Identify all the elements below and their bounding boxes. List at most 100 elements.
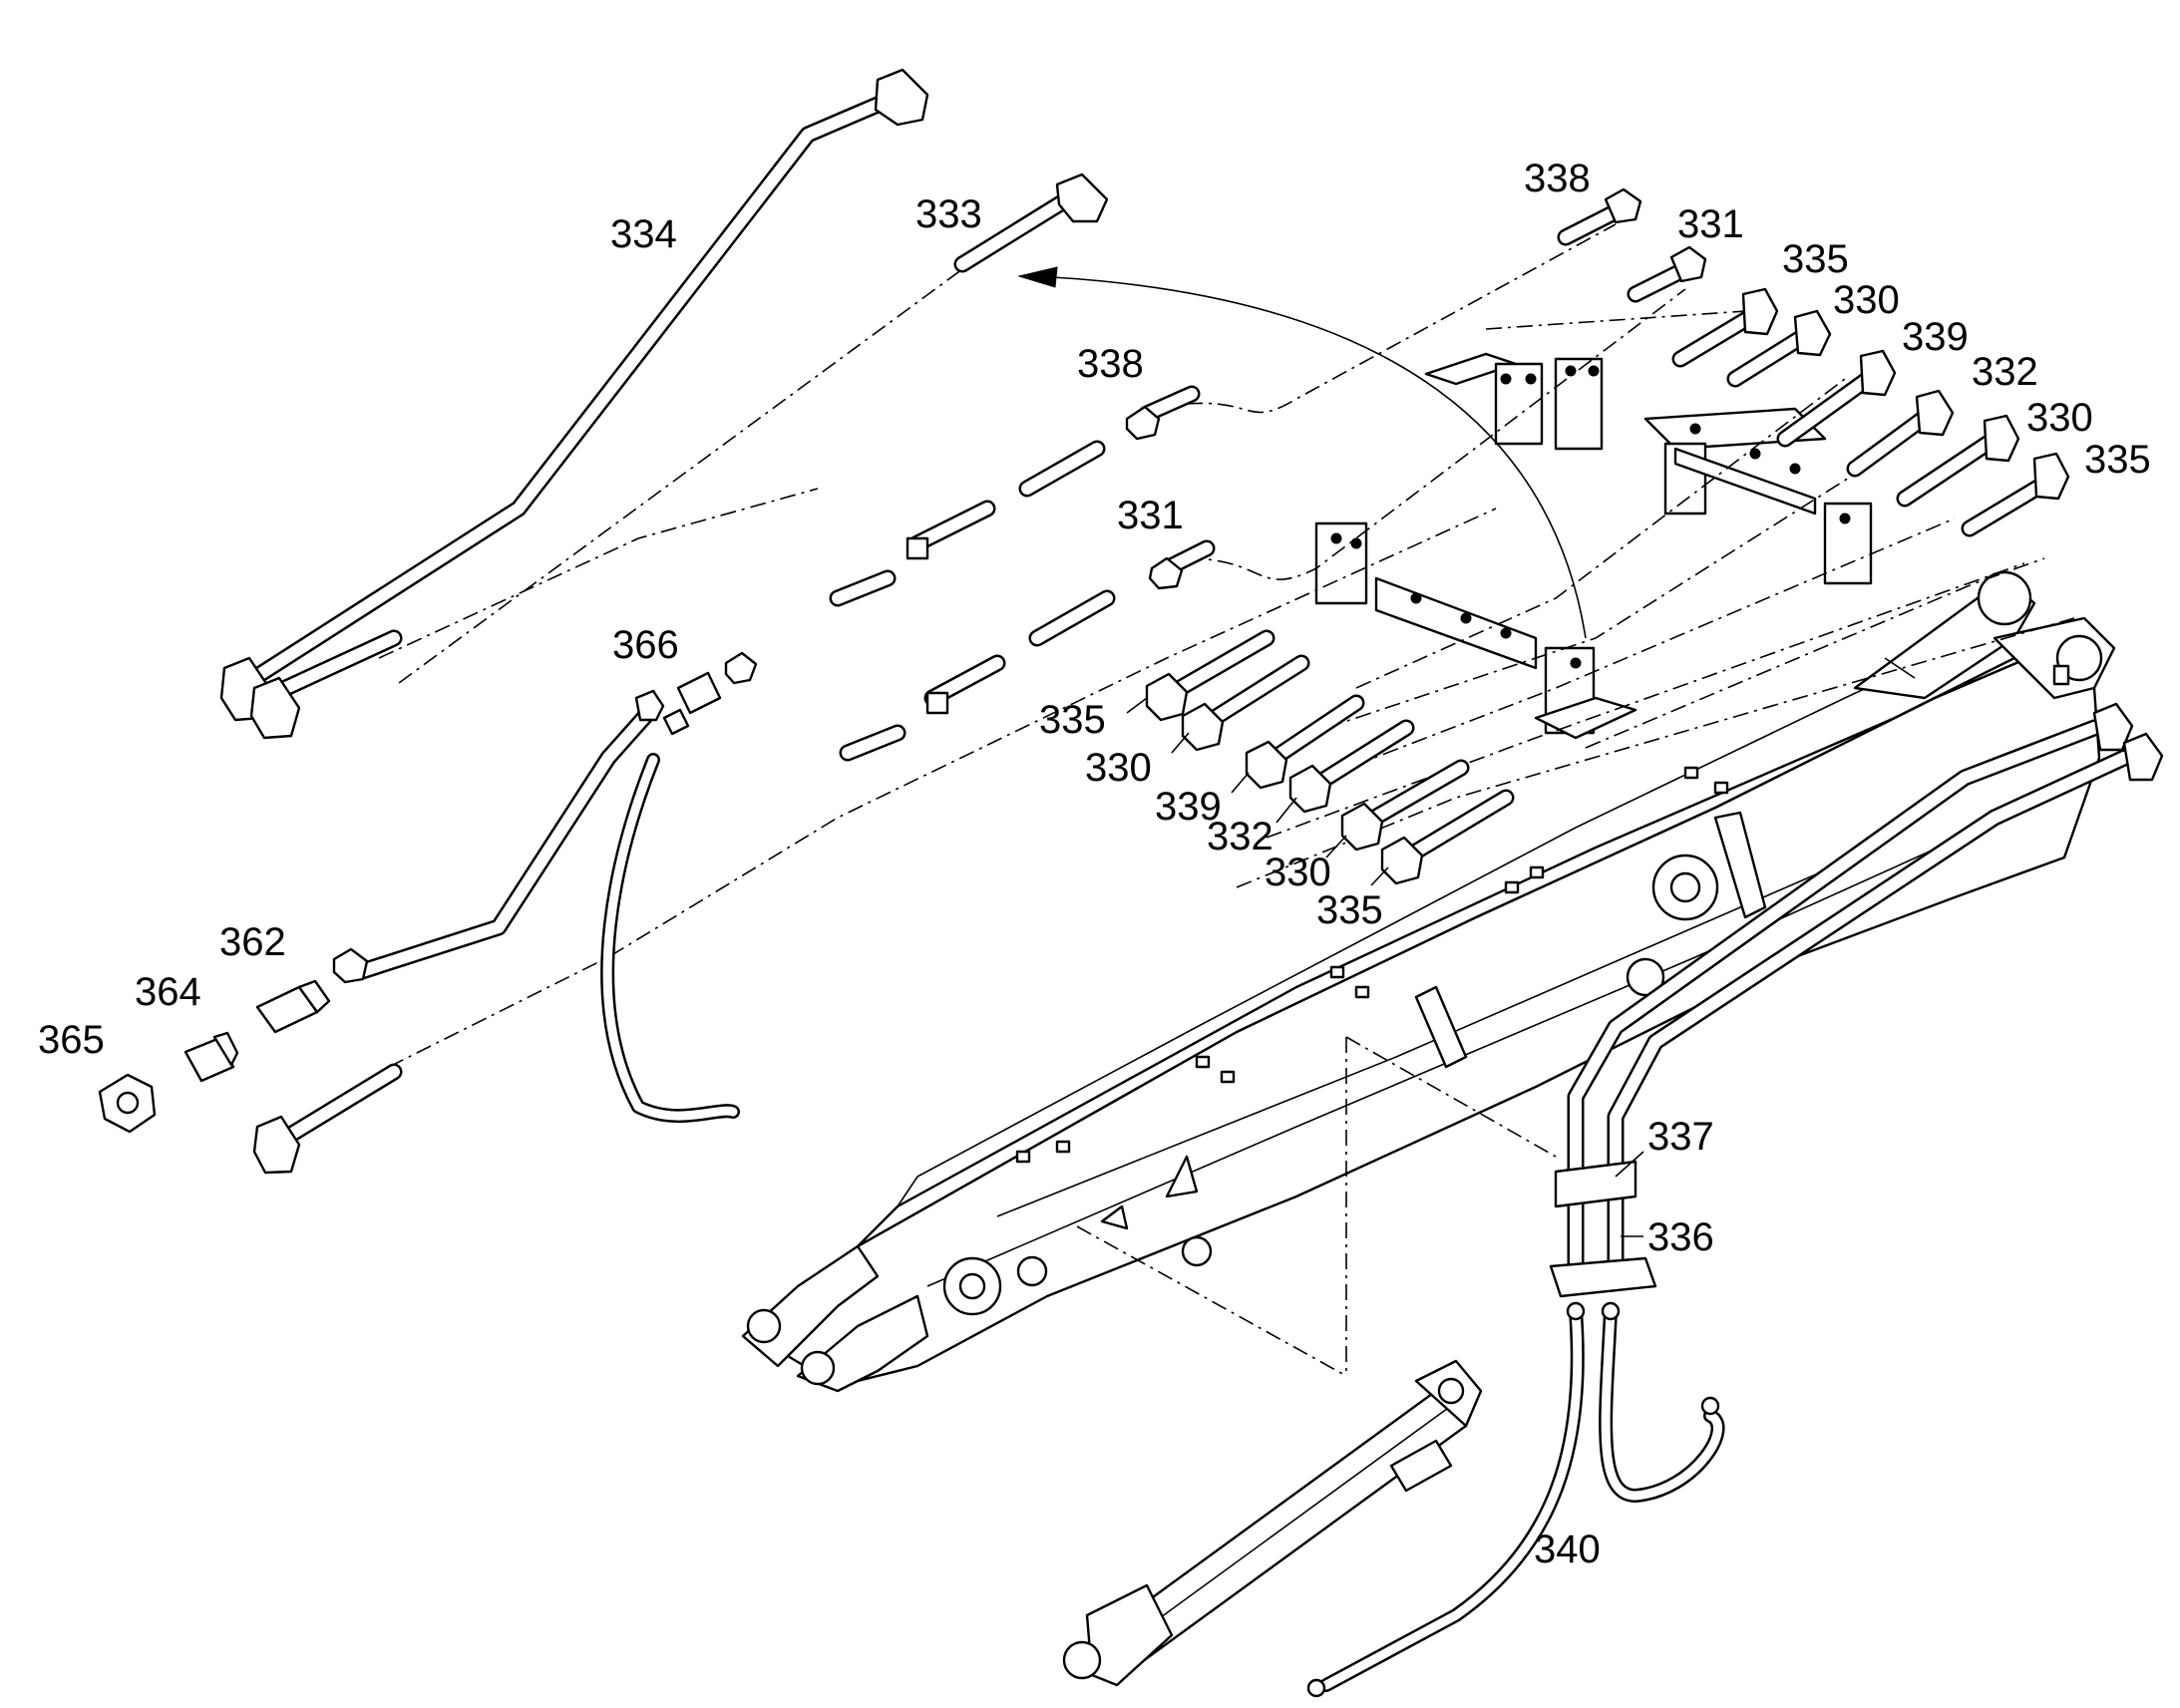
callout-330-top: 330	[1833, 278, 1900, 322]
adapter-upper-inner	[1021, 443, 1103, 495]
hose-366-nut	[332, 947, 369, 984]
cylinder-port-block	[1389, 1439, 1453, 1493]
hose-340-right-inner	[1601, 1306, 1722, 1501]
hose-366-tube-inner	[353, 707, 654, 978]
boom-bracket	[2052, 664, 2070, 686]
callout-338-mid: 338	[1077, 342, 1144, 386]
clamp-bolt	[1410, 592, 1422, 604]
boom-chain-marks	[1884, 657, 1916, 679]
clamp-top-plate	[1374, 576, 1538, 670]
centerline	[1186, 223, 1617, 414]
callout-335-top: 335	[1782, 237, 1849, 281]
clamp-bolt	[1689, 423, 1701, 435]
hose-340	[1306, 1301, 1725, 1698]
clamp-bolt	[1350, 537, 1362, 549]
bolt-335-low2-inner	[1400, 792, 1512, 863]
boom-tip-pin-hole-2	[800, 1350, 836, 1386]
boom-mid-boss-inner	[1669, 871, 1701, 903]
fitting-366-ring	[662, 708, 690, 736]
clamp-337	[1554, 1160, 1637, 1208]
bolt-332-low-head	[1288, 764, 1332, 814]
clamp-bolt	[1525, 373, 1537, 385]
callout-331-top: 331	[1677, 202, 1744, 246]
fitting-364-neck	[212, 1031, 239, 1067]
nut-365	[98, 1073, 157, 1134]
boom-pad	[1683, 766, 1699, 780]
clamp-bolt	[1565, 365, 1577, 377]
fitting-364	[183, 1031, 239, 1083]
adapter-upper-2-inner	[911, 503, 993, 549]
clamp-bolt	[1570, 657, 1582, 669]
boom-hole	[1181, 1235, 1213, 1267]
center-fittings	[662, 385, 1216, 762]
bolt-335-top2-head	[2032, 452, 2070, 501]
clamp-assembly-upper	[1424, 352, 1873, 585]
hose-340-left-inner	[1321, 1306, 1583, 1690]
pipe-right-flange-upper-2	[2122, 732, 2164, 782]
boom-arm	[741, 570, 2116, 1393]
assembly-centerlines	[378, 223, 2075, 1377]
pipe-333	[249, 172, 1109, 740]
bolt-330-top2-inner	[1899, 433, 2000, 505]
clamp-bolt	[1839, 512, 1851, 524]
clamp-assembly-lower	[1314, 521, 1637, 740]
bolt-330-low-inner	[1201, 657, 1307, 729]
callout-362: 362	[219, 920, 286, 964]
boom-pad	[1055, 1140, 1071, 1154]
callout-330-low: 330	[1085, 746, 1152, 790]
pipe-right-flange-upper	[2092, 702, 2134, 752]
bolt-335-top2-inner	[1964, 478, 2050, 534]
leader-332-low	[1275, 797, 1297, 824]
callout-335-top2: 335	[2084, 438, 2151, 482]
leader-339-low	[1231, 772, 1250, 794]
bolt-set-top	[1557, 187, 2070, 537]
bolt-335-low2-head	[1380, 836, 1424, 885]
bolt-338-top-head	[1604, 187, 1642, 224]
centerline	[388, 508, 1497, 1068]
pipe-336-337	[1549, 702, 2164, 1298]
coupler	[925, 691, 949, 715]
bolt-330-low2-head	[1340, 802, 1384, 852]
pipe-334	[219, 68, 929, 722]
pipe-left-low-flange	[252, 1115, 301, 1175]
callout-335-low2: 335	[1316, 888, 1383, 932]
clamp-bolt	[1500, 373, 1512, 385]
callout-364: 364	[135, 970, 201, 1014]
boom-cross-plate	[1414, 985, 1468, 1069]
adapter-lower-inner	[1031, 592, 1113, 644]
callout-339-top: 339	[1902, 315, 1969, 359]
boom-pad	[1504, 880, 1520, 894]
clamp-plate-low	[1534, 696, 1637, 740]
hose-340-end	[1700, 1396, 1720, 1416]
callout-338-top: 338	[1524, 157, 1591, 200]
pipe-336-flange	[1549, 1256, 1657, 1298]
callout-334: 334	[610, 212, 677, 256]
pipe-334-tube-inner	[248, 99, 884, 684]
boom-pad	[1015, 1150, 1031, 1164]
hose-366	[332, 689, 740, 1124]
callout-332-low: 332	[1207, 815, 1273, 858]
hose-long-inner	[602, 755, 738, 1121]
nut-365-hole	[116, 1091, 140, 1115]
hydraulic-cylinder	[1062, 1359, 1483, 1687]
pipe-334-flange	[874, 68, 929, 127]
pipe-334-tube	[245, 96, 887, 687]
boom-tip-pin-hole	[746, 1308, 782, 1344]
nut-331-mid	[1148, 556, 1184, 590]
direction-arrow-line	[1051, 276, 1587, 639]
centerline	[1585, 557, 2045, 749]
callout-330-low2: 330	[1265, 851, 1331, 894]
boom-rear-pin-hole	[1977, 570, 2032, 626]
hose-long	[600, 753, 740, 1124]
bolt-set-low	[1145, 629, 1515, 885]
bolt-339-top-inner	[1779, 368, 1881, 445]
boom-side-boss	[1626, 957, 1665, 997]
bolt-335-low-inner	[1166, 632, 1272, 699]
direction-arrowhead	[1017, 266, 1058, 288]
bolt-335-low-head	[1145, 672, 1189, 722]
centerline	[1325, 448, 1896, 729]
bolt-339-low-head	[1245, 740, 1288, 790]
boom-pad	[1529, 865, 1545, 879]
clamp-bolt	[1460, 612, 1472, 624]
bolt-339-low-inner	[1266, 697, 1362, 766]
